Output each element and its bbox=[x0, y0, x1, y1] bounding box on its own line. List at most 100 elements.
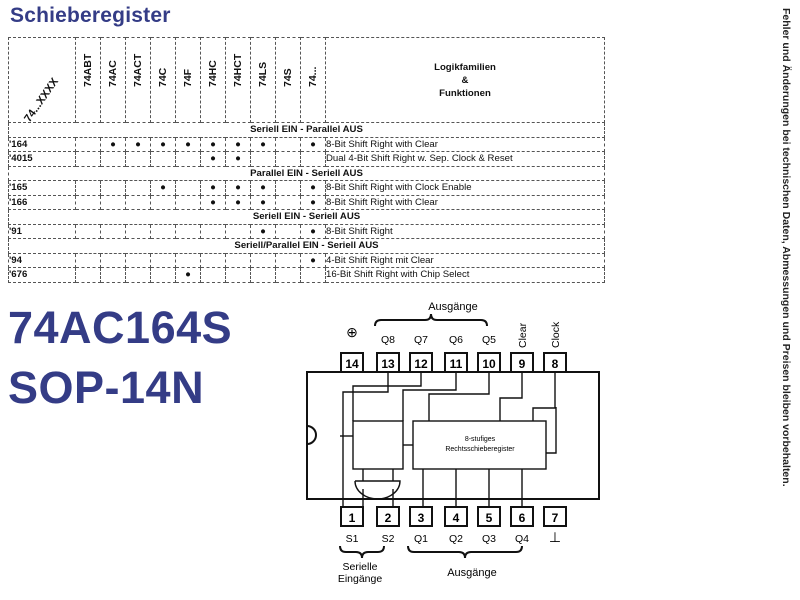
empty-cell bbox=[175, 223, 201, 239]
pin-box bbox=[543, 352, 567, 373]
pin-box bbox=[477, 506, 501, 527]
pin-label: ⊥ bbox=[549, 529, 561, 545]
serial-inputs-brace bbox=[339, 545, 385, 559]
section-title: Schieberegister bbox=[10, 4, 171, 27]
pin-label: Q7 bbox=[414, 334, 428, 346]
table-row: '166●●●●8-Bit Shift Right with Clear bbox=[8, 194, 605, 210]
family-header: 74LS bbox=[250, 37, 276, 123]
empty-cell bbox=[75, 151, 101, 167]
table-row: '4015●●Dual 4-Bit Shift Right w. Sep. Cl… bbox=[8, 151, 605, 167]
section-header-row: Seriell EIN - Seriell AUS bbox=[8, 209, 605, 225]
empty-cell bbox=[175, 180, 201, 196]
shift-register-block bbox=[412, 420, 547, 470]
family-header: 74C bbox=[150, 37, 176, 123]
register-label-2: Rechtsschieberegister bbox=[445, 446, 515, 453]
availability-dot: ● bbox=[300, 136, 326, 152]
function-cell: 8-Bit Shift Right with Clock Enable bbox=[325, 180, 605, 196]
empty-cell bbox=[150, 151, 176, 167]
type-code-cell: '166 bbox=[8, 194, 76, 210]
empty-cell bbox=[275, 223, 301, 239]
empty-cell bbox=[100, 252, 126, 268]
empty-cell bbox=[200, 267, 226, 283]
empty-cell bbox=[150, 194, 176, 210]
empty-cell bbox=[75, 223, 101, 239]
pin-box bbox=[510, 506, 534, 527]
availability-dot: ● bbox=[200, 151, 226, 167]
pin-label: Q1 bbox=[414, 533, 428, 545]
bottom-pin: 3Q1 bbox=[409, 506, 433, 545]
function-cell: 4-Bit Shift Right mit Clear bbox=[325, 252, 605, 268]
type-code-cell: '94 bbox=[8, 252, 76, 268]
family-header: 74F bbox=[175, 37, 201, 123]
family-label: 74AC bbox=[106, 59, 119, 87]
empty-cell bbox=[125, 267, 151, 283]
serial-inputs-label-1: Serielle bbox=[342, 561, 377, 573]
func-header-line-2: & bbox=[461, 74, 469, 86]
pin-label: ⊕ bbox=[346, 324, 358, 340]
pin-number: 8 bbox=[552, 357, 559, 371]
pin-label: Q5 bbox=[482, 334, 496, 346]
family-label: 74ABT bbox=[81, 53, 94, 87]
input-logic-block bbox=[352, 420, 404, 470]
availability-dot: ● bbox=[225, 151, 251, 167]
empty-cell bbox=[75, 194, 101, 210]
family-header: 74ABT bbox=[75, 37, 101, 123]
availability-dot: ● bbox=[300, 252, 326, 268]
family-header: 74HCT bbox=[225, 37, 251, 123]
bottom-pin: 6Q4 bbox=[510, 506, 534, 545]
empty-cell bbox=[250, 267, 276, 283]
pin-number: 1 bbox=[349, 511, 356, 525]
table-row: '676●16-Bit Shift Right with Chip Select bbox=[8, 267, 605, 283]
disclaimer-text: Fehler und Änderungen bei technischen Da… bbox=[780, 8, 792, 487]
bottom-pin: 5Q3 bbox=[477, 506, 501, 545]
pin-number: 7 bbox=[552, 511, 559, 525]
type-code-cell: '676 bbox=[8, 267, 76, 283]
type-code-cell: '91 bbox=[8, 223, 76, 239]
empty-cell bbox=[200, 252, 226, 268]
pin-label: Q4 bbox=[515, 533, 529, 545]
outputs-bottom-label: Ausgänge bbox=[447, 567, 497, 579]
bottom-pin: 1S1 bbox=[340, 506, 364, 545]
pin-label: S2 bbox=[382, 533, 395, 545]
availability-dot: ● bbox=[225, 194, 251, 210]
pin-label: Q2 bbox=[449, 533, 463, 545]
availability-dot: ● bbox=[200, 194, 226, 210]
empty-cell bbox=[275, 194, 301, 210]
empty-cell bbox=[200, 223, 226, 239]
table-row: '91●●8-Bit Shift Right bbox=[8, 223, 605, 239]
type-code-cell: '165 bbox=[8, 180, 76, 196]
pin-number: 4 bbox=[453, 511, 460, 525]
empty-cell bbox=[250, 151, 276, 167]
empty-cell bbox=[100, 151, 126, 167]
pin-box bbox=[340, 352, 364, 373]
empty-cell bbox=[125, 252, 151, 268]
pin-number: 13 bbox=[381, 357, 395, 371]
empty-cell bbox=[125, 151, 151, 167]
pin-label: Q8 bbox=[381, 334, 395, 346]
availability-dot: ● bbox=[250, 223, 276, 239]
table-body: Seriell EIN - Parallel AUS'164●●●●●●●●8-… bbox=[8, 122, 605, 283]
table-row: '164●●●●●●●●8-Bit Shift Right with Clear bbox=[8, 136, 605, 152]
pin-box bbox=[376, 352, 400, 373]
availability-dot: ● bbox=[175, 136, 201, 152]
pin-number: 3 bbox=[418, 511, 425, 525]
availability-dot: ● bbox=[150, 180, 176, 196]
empty-cell bbox=[75, 136, 101, 152]
empty-cell bbox=[250, 252, 276, 268]
func-header-line-3: Funktionen bbox=[439, 87, 491, 99]
empty-cell bbox=[150, 252, 176, 268]
empty-cell bbox=[100, 194, 126, 210]
corner-header: 74...XXXX bbox=[8, 37, 76, 123]
availability-dot: ● bbox=[225, 180, 251, 196]
pin-box bbox=[510, 352, 534, 373]
family-label: 74LS bbox=[256, 61, 269, 87]
outputs-top-brace bbox=[374, 313, 488, 327]
empty-cell bbox=[225, 252, 251, 268]
empty-cell bbox=[225, 267, 251, 283]
function-cell: 8-Bit Shift Right bbox=[325, 223, 605, 239]
